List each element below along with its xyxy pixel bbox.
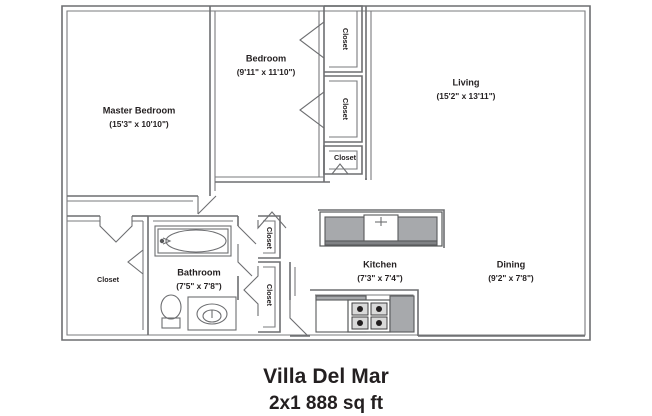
- bedroom-dimensions: (9'11" x 11'10"): [237, 67, 296, 77]
- exterior-walls: [61, 5, 591, 341]
- living-name: Living: [452, 77, 479, 87]
- closet-master-label: Closet: [97, 275, 120, 284]
- room-label-master-bedroom: Master Bedroom (15'3" x 10'10"): [103, 105, 176, 129]
- closet-hall-lower: Closet: [243, 261, 281, 333]
- room-label-kitchen: Kitchen (7'3" x 7'4"): [357, 259, 403, 283]
- entry-door: [289, 262, 310, 337]
- closet-master-door: [99, 216, 144, 275]
- plan-title: Villa Del Mar: [263, 365, 389, 388]
- bedroom-walls: [215, 6, 330, 183]
- bathtub: [154, 225, 232, 257]
- room-label-bedroom: Bedroom (9'11" x 11'10"): [237, 53, 296, 77]
- closet-master-walls: [67, 215, 149, 335]
- plan-subtitle: 2x1 888 sq ft: [268, 393, 384, 414]
- dining-name: Dining: [497, 259, 526, 269]
- room-label-bathroom: Bathroom (7'5" x 7'8"): [176, 267, 222, 291]
- living-dimensions: (15'2" x 13'11"): [437, 91, 496, 101]
- closet-bedroom-middle: Closet: [299, 75, 363, 143]
- kitchen-counter-lower: [389, 295, 415, 333]
- floor-plan-caption: Villa Del Mar 2x1 888 sq ft: [0, 356, 652, 416]
- stove-range: [315, 295, 391, 333]
- vanity-sink: [187, 296, 237, 331]
- living-room-walls: [365, 6, 372, 180]
- master-bedroom-walls: [67, 6, 216, 202]
- kitchen-sink-counter: [319, 211, 443, 247]
- room-label-living: Living (15'2" x 13'11"): [437, 77, 496, 101]
- closet-hall-small-label: Closet: [334, 153, 357, 162]
- master-bedroom-dimensions: (15'3" x 10'10"): [109, 119, 169, 129]
- closet-bedroom-middle-label: Closet: [341, 98, 350, 121]
- room-label-dining: Dining (9'2" x 7'8"): [488, 259, 534, 283]
- kitchen-name: Kitchen: [363, 259, 397, 269]
- closet-hall-upper-label: Closet: [265, 227, 274, 250]
- bathroom-name: Bathroom: [177, 267, 220, 277]
- dining-dimensions: (9'2" x 7'8"): [488, 273, 534, 283]
- closet-bedroom-top: Closet: [299, 5, 363, 73]
- toilet: [160, 294, 182, 329]
- master-bedroom-name: Master Bedroom: [103, 105, 176, 115]
- floor-plan-drawing: Master Bedroom (15'3" x 10'10") Bedroom …: [61, 5, 591, 341]
- bathroom-dimensions: (7'5" x 7'8"): [176, 281, 222, 291]
- closet-bedroom-top-label: Closet: [341, 28, 350, 51]
- kitchen-dimensions: (7'3" x 7'4"): [357, 273, 403, 283]
- bathroom-walls: [148, 215, 257, 300]
- closet-hall-upper: Closet: [257, 211, 287, 259]
- closet-hall-lower-label: Closet: [265, 284, 274, 307]
- closet-hall-small: Closet: [323, 145, 363, 175]
- master-bedroom-door: [197, 195, 217, 215]
- bedroom-name: Bedroom: [246, 53, 286, 63]
